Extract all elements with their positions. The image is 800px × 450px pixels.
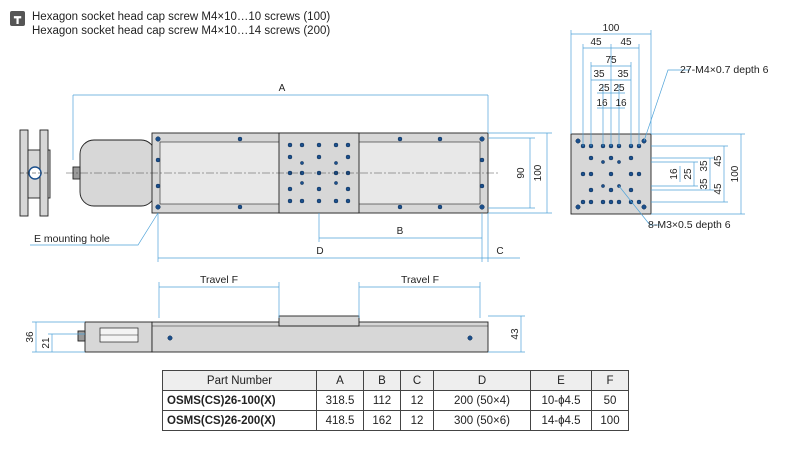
right-end-view bbox=[570, 133, 652, 215]
col-header-d: D bbox=[433, 370, 531, 391]
cell-e: 10-ϕ4.5 bbox=[530, 390, 592, 411]
dimension-a-label: A bbox=[279, 83, 286, 94]
tap-m4-label: 27-M4×0.7 depth 6 bbox=[680, 64, 769, 76]
travel-f-left-label: Travel F bbox=[200, 274, 238, 286]
travel-f-left: Travel F bbox=[158, 274, 280, 318]
top-view bbox=[66, 132, 500, 214]
dimension-c-label: C bbox=[496, 246, 503, 257]
tap-m3-label: 8-M3×0.5 depth 6 bbox=[648, 219, 731, 231]
cell-f: 100 bbox=[591, 410, 629, 431]
dimension-b-label: B bbox=[397, 226, 404, 237]
col-header-c: C bbox=[400, 370, 434, 391]
cell-b: 162 bbox=[363, 410, 401, 431]
spec-table: Part Number A B C D E F OSMS(CS)26-100(X… bbox=[162, 370, 629, 431]
cell-part-number: OSMS(CS)26-200(X) bbox=[162, 410, 317, 431]
screw-note-line-2: Hexagon socket head cap screw M4×10…14 s… bbox=[32, 25, 331, 37]
dimension-100-side-label: 100 bbox=[533, 164, 544, 181]
cell-b: 112 bbox=[363, 390, 401, 411]
end-dim-16b-label: 16 bbox=[615, 98, 627, 109]
dimension-c: C bbox=[482, 213, 520, 262]
cell-d: 200 (50×4) bbox=[433, 390, 531, 411]
end-dim-75-label: 75 bbox=[605, 55, 617, 66]
screw-note-icon: ┳ bbox=[10, 11, 25, 26]
end-dim-35b-label: 35 bbox=[617, 69, 629, 80]
cell-d: 300 (50×6) bbox=[433, 410, 531, 431]
end-dim-35a-label: 35 bbox=[593, 69, 605, 80]
cell-a: 418.5 bbox=[316, 410, 364, 431]
end-view-vertical-dims: 100 45 45 35 35 25 16 bbox=[651, 133, 745, 215]
dimension-21-label: 21 bbox=[41, 337, 52, 349]
end-dim-16a-label: 16 bbox=[596, 98, 608, 109]
left-end-view bbox=[19, 129, 51, 217]
screw-note-line-1: Hexagon socket head cap screw M4×10…10 s… bbox=[32, 11, 331, 23]
dimension-d-label: D bbox=[316, 246, 323, 257]
table-row: OSMS(CS)26-100(X) 318.5 112 12 200 (50×4… bbox=[162, 390, 629, 411]
end-dim-v16-label: 16 bbox=[669, 168, 680, 180]
end-dim-100-label: 100 bbox=[603, 23, 620, 34]
cell-part-number: OSMS(CS)26-100(X) bbox=[162, 390, 317, 411]
col-header-b: B bbox=[363, 370, 401, 391]
front-view bbox=[77, 315, 489, 353]
end-dim-v25-label: 25 bbox=[683, 168, 694, 180]
dimension-90: 90 bbox=[488, 137, 535, 209]
dimension-90-label: 90 bbox=[516, 167, 527, 179]
dimension-36-label: 36 bbox=[25, 331, 36, 343]
col-header-a: A bbox=[316, 370, 364, 391]
end-dim-v45-label: 45 bbox=[713, 155, 724, 167]
end-dim-25a-label: 25 bbox=[598, 83, 610, 94]
spec-table-header-row: Part Number A B C D E F bbox=[162, 370, 629, 391]
cell-f: 50 bbox=[591, 390, 629, 411]
front-base bbox=[151, 321, 489, 353]
end-dim-v35b-label: 35 bbox=[699, 178, 710, 190]
front-table bbox=[278, 315, 360, 327]
end-dim-25b-label: 25 bbox=[613, 83, 625, 94]
end-dim-v35-label: 35 bbox=[699, 160, 710, 172]
dimension-43-label: 43 bbox=[510, 328, 521, 340]
travel-f-right-label: Travel F bbox=[401, 274, 439, 286]
dimension-a: A bbox=[72, 83, 489, 160]
front-motor-knob bbox=[77, 330, 86, 342]
dimension-b: B bbox=[318, 213, 482, 242]
end-dim-v45b-label: 45 bbox=[713, 183, 724, 195]
tap-callouts: 27-M4×0.7 depth 6 8-M3×0.5 depth 6 bbox=[618, 64, 769, 231]
cell-e: 14-ϕ4.5 bbox=[530, 410, 592, 431]
dimension-36-21: 36 21 bbox=[25, 321, 85, 353]
cell-c: 12 bbox=[400, 410, 434, 431]
end-dim-45a-label: 45 bbox=[590, 37, 602, 48]
col-header-e: E bbox=[530, 370, 592, 391]
end-dim-45b-label: 45 bbox=[620, 37, 632, 48]
cell-a: 318.5 bbox=[316, 390, 364, 411]
travel-f-right: Travel F bbox=[358, 274, 481, 318]
dimension-43: 43 bbox=[488, 315, 525, 353]
dimension-d: D bbox=[157, 213, 483, 262]
col-header-f: F bbox=[591, 370, 629, 391]
mounting-hole-label: E mounting hole bbox=[34, 233, 110, 245]
mounting-hole-callout: E mounting hole bbox=[30, 212, 159, 246]
cell-c: 12 bbox=[400, 390, 434, 411]
end-view-horizontal-dims: 100 45 45 75 35 35 25 25 16 16 bbox=[570, 23, 652, 146]
dimension-100-side: 100 bbox=[488, 132, 552, 214]
col-header-part-number: Part Number bbox=[162, 370, 317, 391]
end-dim-v100-label: 100 bbox=[730, 165, 741, 182]
table-row: OSMS(CS)26-200(X) 418.5 162 12 300 (50×6… bbox=[162, 410, 629, 431]
